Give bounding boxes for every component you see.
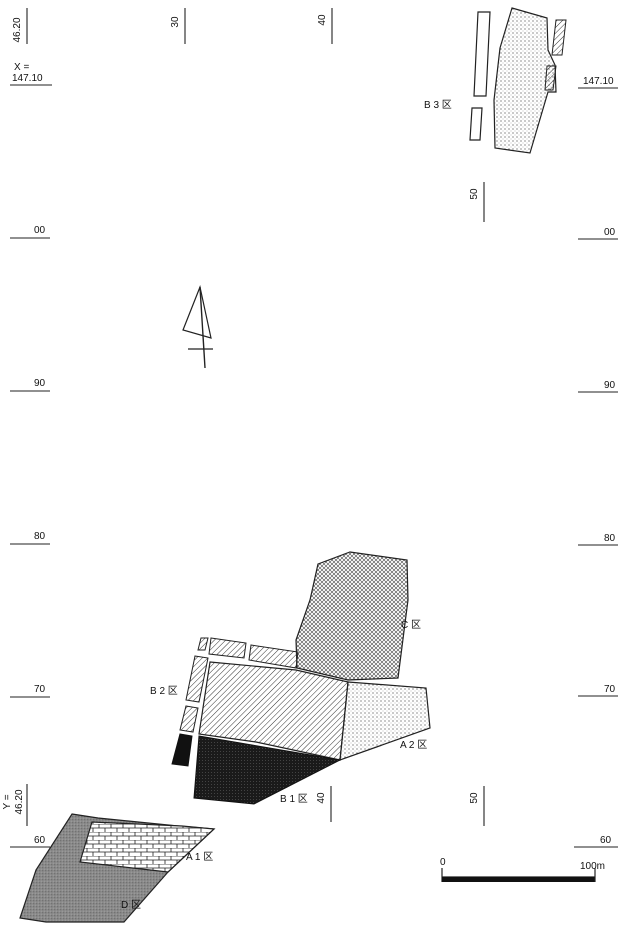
y-axis-label-group: Y = 46.20: [2, 784, 28, 826]
y-axis-label: Y =: [2, 794, 13, 809]
zone-a2: A 2 区: [339, 681, 431, 761]
svg-text:60: 60: [600, 835, 612, 846]
right-tick-80: 80: [578, 533, 618, 546]
scale-end-label: 100m: [580, 861, 605, 872]
zone-c: C 区: [295, 551, 421, 681]
zone-a1-label: A 1 区: [186, 851, 213, 863]
grid-label-40-text: 40: [317, 14, 328, 26]
grid-label-50-b3: 50: [469, 182, 485, 222]
zone-b2-label: B 2 区: [150, 685, 178, 697]
svg-text:80: 80: [34, 531, 46, 542]
grid-label-40-bottom: 40: [316, 786, 332, 822]
y-axis-value: 46.20: [14, 789, 25, 814]
scale-bar: 0 100m: [440, 857, 605, 882]
zone-c-label: C 区: [401, 619, 421, 631]
scale-start-label: 0: [440, 857, 446, 868]
svg-text:70: 70: [34, 684, 46, 695]
svg-text:60: 60: [34, 835, 46, 846]
left-tick-90: 90: [10, 378, 50, 392]
grid-label-46-20-top: 46.20: [12, 8, 28, 44]
svg-text:40: 40: [316, 792, 327, 804]
grid-label-50-bottom: 50: [469, 786, 485, 826]
zone-a2-label: A 2 区: [400, 739, 427, 751]
svg-text:50: 50: [469, 792, 480, 804]
left-tick-80: 80: [10, 531, 50, 545]
grid-label-30-text: 30: [170, 16, 181, 28]
zone-a1: A 1 区: [79, 821, 216, 873]
x-axis-value: 147.10: [12, 73, 43, 84]
svg-text:80: 80: [604, 533, 616, 544]
grid-label-40-top: 40: [317, 8, 333, 44]
zone-b1: B 1 区: [171, 733, 342, 805]
right-tick-90: 90: [578, 380, 618, 393]
svg-text:90: 90: [34, 378, 46, 389]
svg-text:70: 70: [604, 684, 616, 695]
x-axis-label: X =: [14, 62, 29, 73]
svg-text:90: 90: [604, 380, 616, 391]
right-tick-60: 60: [574, 835, 618, 848]
left-tick-60: 60: [10, 835, 50, 848]
grid-label-30-top: 30: [170, 8, 186, 44]
svg-text:00: 00: [34, 225, 46, 236]
north-arrow-icon: [182, 284, 213, 369]
grid-label-46-20-text: 46.20: [12, 17, 23, 42]
grid-label-50-b3-text: 50: [469, 188, 480, 200]
left-tick-00: 00: [10, 225, 50, 239]
right-tick-00: 00: [578, 227, 618, 240]
svg-text:00: 00: [604, 227, 616, 238]
zone-d-label: D 区: [121, 899, 141, 911]
left-tick-70: 70: [10, 684, 50, 698]
zone-b3: B 3 区: [424, 7, 567, 154]
zone-b1-label: B 1 区: [280, 793, 308, 805]
right-grid-label-147: 147.10: [583, 76, 614, 87]
right-tick-70: 70: [578, 684, 618, 697]
zone-b3-label: B 3 区: [424, 99, 452, 111]
